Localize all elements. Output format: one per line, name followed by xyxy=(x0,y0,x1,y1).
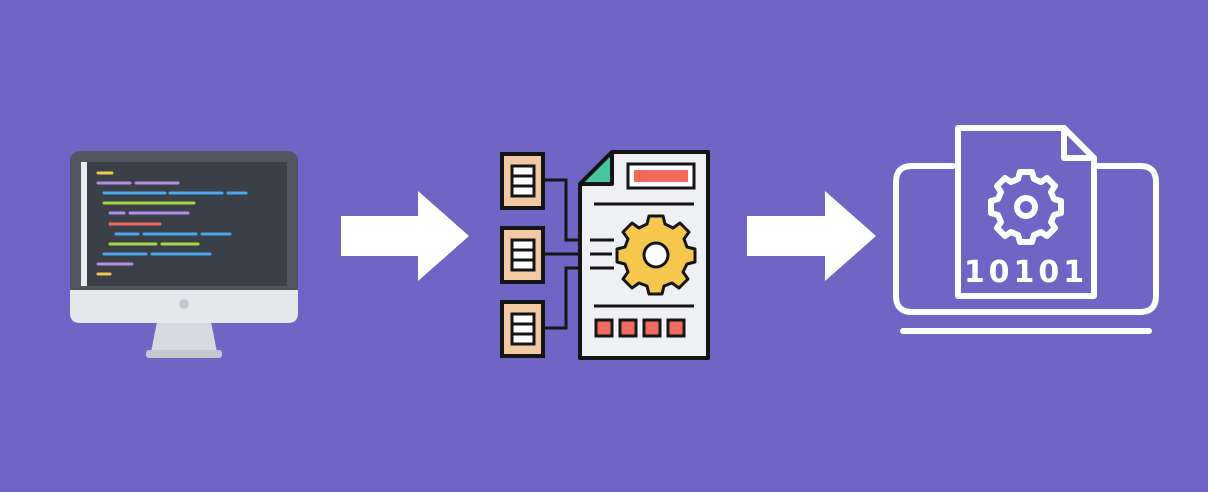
data-processing-icon xyxy=(500,150,710,360)
code-lines xyxy=(96,171,248,276)
data-record-icon xyxy=(500,300,545,358)
gear-icon xyxy=(615,214,697,296)
processing-document xyxy=(578,150,710,360)
right-arrow-icon xyxy=(341,191,469,281)
binary-text: 10101 xyxy=(964,255,1088,290)
code-monitor-icon xyxy=(70,151,298,358)
gear-icon xyxy=(988,169,1064,245)
right-arrow-icon xyxy=(747,191,876,281)
data-record-icon xyxy=(500,152,545,210)
data-record-icon xyxy=(500,226,545,284)
compiled-binary-file-icon xyxy=(893,125,1159,334)
